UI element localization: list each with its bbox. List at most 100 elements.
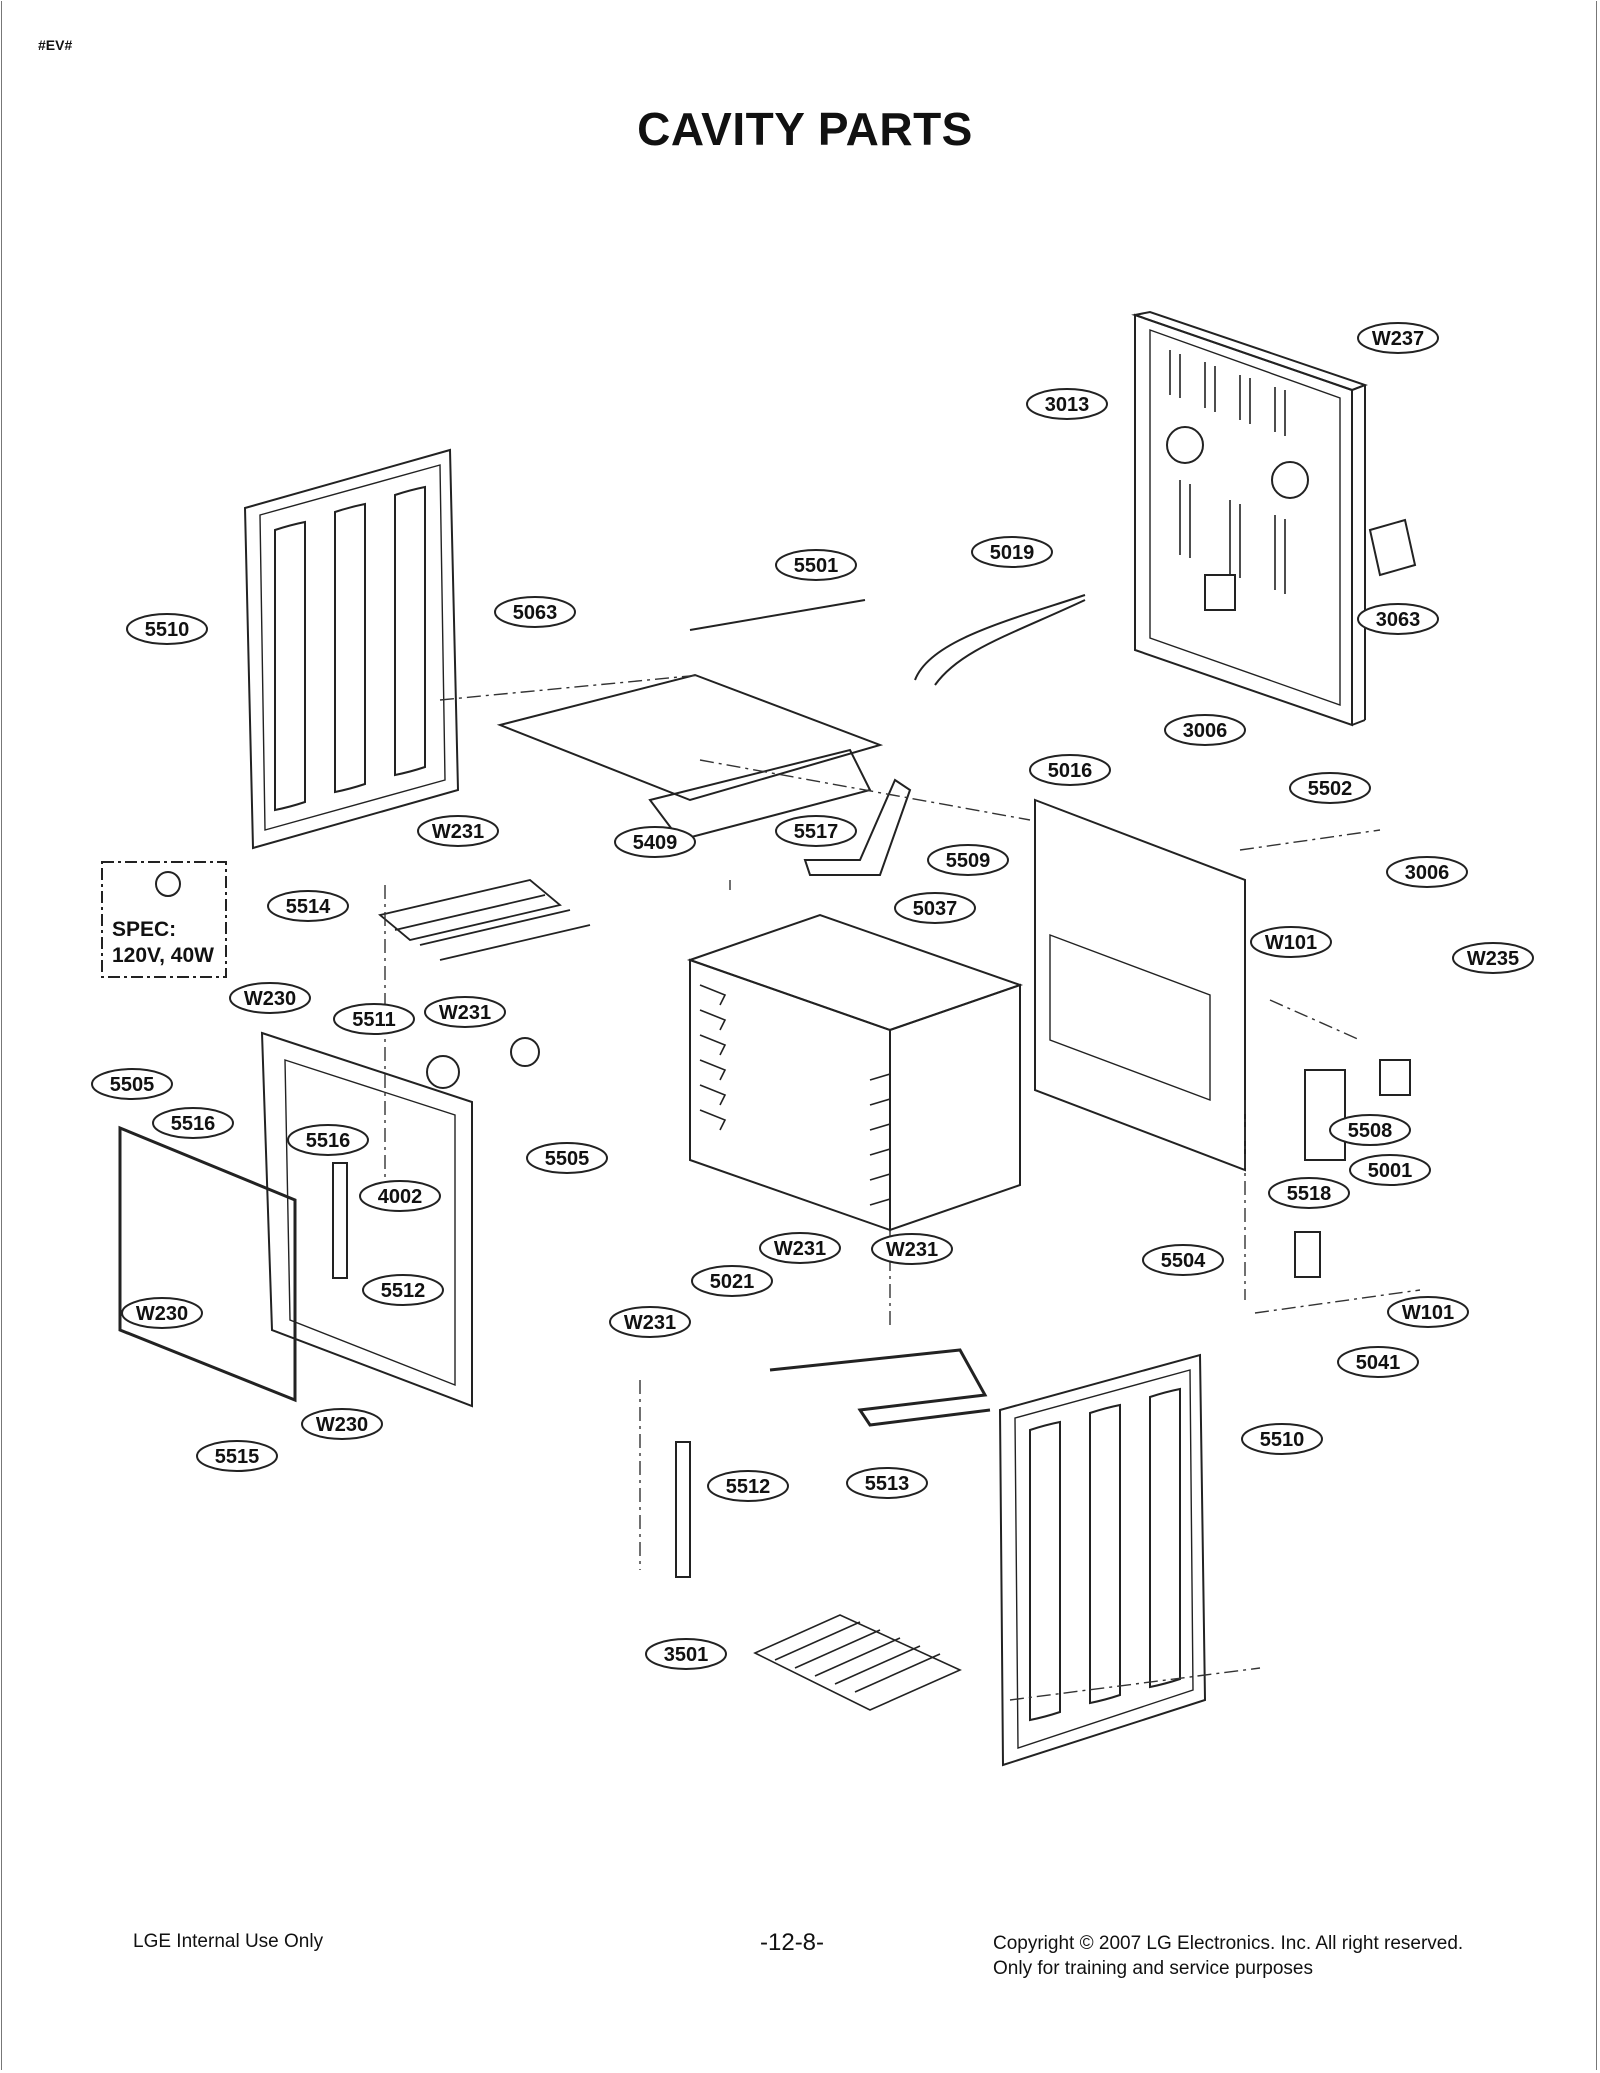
callout-bubble — [775, 549, 857, 581]
callout-bubble — [126, 613, 208, 645]
side-panel-right-drawing — [998, 1353, 1207, 1767]
callout-5501: 5501 — [775, 549, 857, 581]
callout-label: 3006 — [1405, 862, 1450, 884]
broil-element-drawing — [378, 879, 591, 961]
callout-w237: W237 — [1357, 322, 1439, 354]
callout-bubble — [1164, 714, 1246, 746]
duct-drawing — [803, 778, 912, 876]
callout-w101: W101 — [1387, 1296, 1469, 1328]
callout-w101: W101 — [1250, 926, 1332, 958]
callout-label: 5505 — [110, 1074, 155, 1096]
callout-4002: 4002 — [359, 1180, 441, 1212]
assembly-lines — [384, 674, 1421, 1701]
top-panel-drawing — [496, 673, 884, 802]
callout-bubble — [614, 826, 696, 858]
hinge-upper-drawing — [332, 1162, 348, 1279]
callout-3006: 3006 — [1164, 714, 1246, 746]
callout-5518: 5518 — [1268, 1177, 1350, 1209]
light-bulb-icon — [155, 871, 181, 897]
harness-drawing — [914, 594, 1086, 681]
side-panel-left-drawing — [243, 448, 460, 850]
callout-label: W230 — [136, 1303, 188, 1325]
callout-w230: W230 — [301, 1408, 383, 1440]
callout-label: 5515 — [215, 1446, 260, 1468]
page-title: CAVITY PARTS — [637, 103, 973, 155]
spec-box: SPEC: 120V, 40W — [101, 861, 227, 978]
callout-3501: 3501 — [645, 1638, 727, 1670]
callout-bubble — [494, 596, 576, 628]
front-frame-drawing — [260, 1031, 473, 1408]
callout-label: 5512 — [726, 1476, 771, 1498]
callout-bubble — [1142, 1244, 1224, 1276]
oven-light-drawing — [426, 1055, 460, 1089]
callout-bubble — [287, 1124, 369, 1156]
callout-bubble — [359, 1180, 441, 1212]
spec-label: SPEC: — [112, 918, 176, 941]
callout-5511: 5511 — [333, 1003, 415, 1035]
callout-label: 5514 — [286, 896, 331, 918]
wire-drawing — [689, 599, 866, 631]
callout-bubble — [1357, 322, 1439, 354]
callout-w231: W231 — [759, 1232, 841, 1264]
callout-5409: 5409 — [614, 826, 696, 858]
callout-bubble — [1241, 1423, 1323, 1455]
callout-label: W230 — [244, 988, 296, 1010]
callout-5512: 5512 — [362, 1274, 444, 1306]
callout-bubble — [1250, 926, 1332, 958]
callouts: W237 3013 3063 5019 5501 5063 5510 3006 5016 5502… — [91, 322, 1534, 1670]
callout-w230: W230 — [121, 1297, 203, 1329]
callout-5041: 5041 — [1337, 1346, 1419, 1378]
callout-label: W231 — [624, 1312, 676, 1334]
callout-bubble — [645, 1638, 727, 1670]
back-panel-drawing — [1131, 310, 1368, 727]
callout-5508: 5508 — [1329, 1114, 1411, 1146]
callout-label: 5409 — [633, 832, 678, 854]
callout-label: 5063 — [513, 602, 558, 624]
callout-label: W231 — [774, 1238, 826, 1260]
callout-label: 3063 — [1376, 609, 1421, 631]
callout-bubble — [1387, 1296, 1469, 1328]
callout-label: W101 — [1402, 1302, 1454, 1324]
callout-label: 5510 — [1260, 1429, 1305, 1451]
callout-label: 5016 — [1048, 760, 1093, 782]
callout-5505: 5505 — [91, 1068, 173, 1100]
top-panel-lower-drawing — [648, 748, 872, 842]
vent-cover-drawing — [1368, 518, 1417, 577]
callout-label: W231 — [432, 821, 484, 843]
callout-5515: 5515 — [196, 1440, 278, 1472]
callout-label: 3013 — [1045, 394, 1090, 416]
callout-bubble — [846, 1467, 928, 1499]
callout-label: W101 — [1265, 932, 1317, 954]
callout-bubble — [971, 536, 1053, 568]
callout-bubble — [759, 1232, 841, 1264]
callout-w231: W231 — [871, 1233, 953, 1265]
callout-bubble — [417, 815, 499, 847]
callout-bubble — [609, 1306, 691, 1338]
footer-copyright: Copyright © 2007 LG Electronics. Inc. Al… — [993, 1931, 1463, 1981]
callout-label: 5508 — [1348, 1120, 1393, 1142]
oven-rack-drawing — [753, 1614, 962, 1711]
callout-5016: 5016 — [1029, 754, 1111, 786]
callout-5019: 5019 — [971, 536, 1053, 568]
callout-label: W231 — [439, 1002, 491, 1024]
callout-label: W230 — [316, 1414, 368, 1436]
callout-5001: 5001 — [1349, 1154, 1431, 1186]
callout-label: 5021 — [710, 1271, 755, 1293]
callout-5512: 5512 — [707, 1470, 789, 1502]
callout-5510: 5510 — [1241, 1423, 1323, 1455]
callout-label: 5513 — [865, 1473, 910, 1495]
callout-label: 3501 — [664, 1644, 709, 1666]
callout-label: W235 — [1467, 948, 1519, 970]
callout-bubble — [301, 1408, 383, 1440]
document-code: #EV# — [38, 37, 73, 53]
callout-bubble — [267, 890, 349, 922]
bake-element-drawing — [769, 1348, 991, 1427]
callout-5502: 5502 — [1289, 772, 1371, 804]
callout-label: 5001 — [1368, 1160, 1413, 1182]
callout-bubble — [526, 1142, 608, 1174]
callout-bubble — [1289, 772, 1371, 804]
hinge-lower-drawing — [675, 1441, 691, 1578]
callout-5510: 5510 — [126, 613, 208, 645]
callout-bubble — [894, 892, 976, 924]
